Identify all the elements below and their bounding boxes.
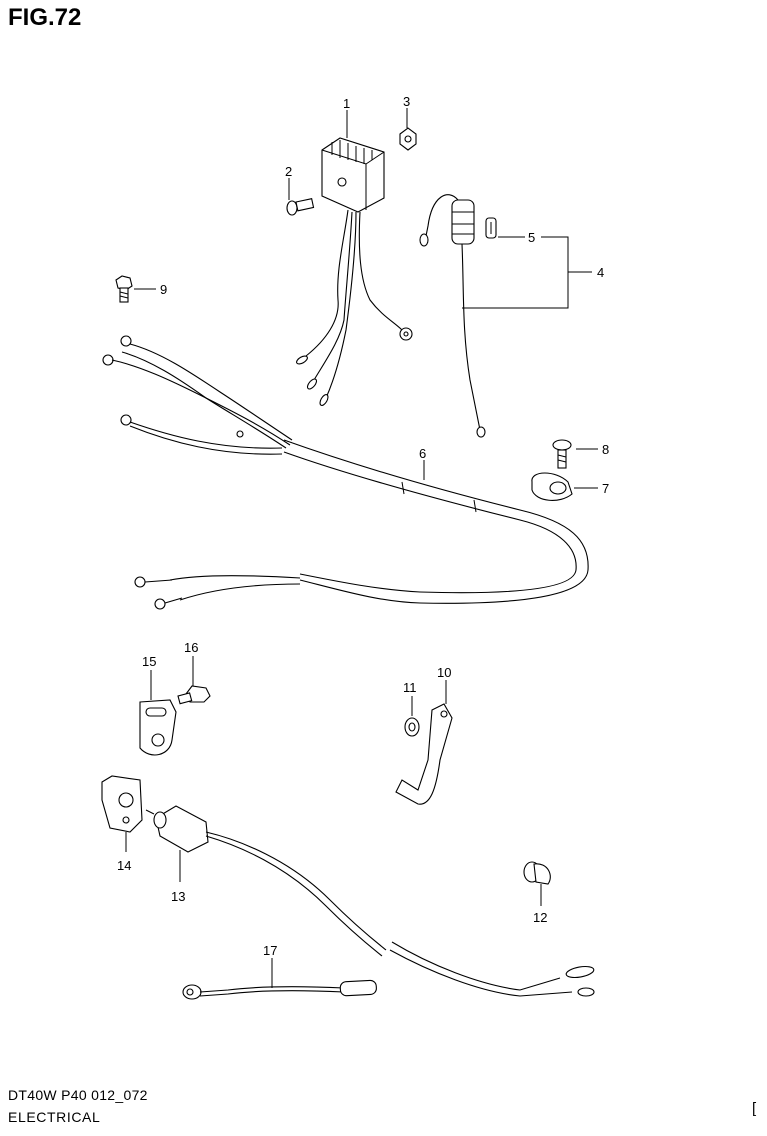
callout-4: 4 xyxy=(597,265,604,280)
part-3-nut[interactable] xyxy=(399,127,417,151)
callout-5: 5 xyxy=(528,230,535,245)
callout-6: 6 xyxy=(419,446,426,461)
part-12-grommet[interactable] xyxy=(523,861,551,885)
section-name: ELECTRICAL xyxy=(8,1109,101,1125)
part-16-bolt[interactable] xyxy=(177,685,211,705)
part-14-bracket[interactable] xyxy=(101,775,143,833)
part-9-bolt[interactable] xyxy=(115,275,133,303)
callout-1: 1 xyxy=(343,96,350,111)
callout-13: 13 xyxy=(171,889,185,904)
callout-10: 10 xyxy=(437,665,451,680)
part-11-washer[interactable] xyxy=(404,717,420,737)
part-10-bracket[interactable] xyxy=(395,703,453,805)
part-8-screw[interactable] xyxy=(552,439,572,469)
part-17-lead-wire[interactable] xyxy=(182,979,377,1000)
part-7-clamp[interactable] xyxy=(531,472,573,501)
corner-bracket-mark: [ xyxy=(752,1100,757,1117)
part-6-wiring-harness[interactable] xyxy=(102,335,589,610)
model-code: DT40W P40 012_072 xyxy=(8,1087,148,1103)
part-4-fuse-holder[interactable] xyxy=(419,194,486,438)
callout-15: 15 xyxy=(142,654,156,669)
part-13-switch[interactable] xyxy=(145,805,595,997)
callout-7: 7 xyxy=(602,481,609,496)
callout-9: 9 xyxy=(160,282,167,297)
callout-2: 2 xyxy=(285,164,292,179)
callout-14: 14 xyxy=(117,858,131,873)
part-5-fuse[interactable] xyxy=(485,217,497,239)
part-1-rectifier[interactable] xyxy=(295,137,413,407)
callout-11: 11 xyxy=(403,680,417,695)
callout-8: 8 xyxy=(602,442,609,457)
figure-title: FIG.72 xyxy=(8,4,82,31)
part-2-screw[interactable] xyxy=(286,198,315,216)
part-15-bracket[interactable] xyxy=(139,699,177,756)
callout-12: 12 xyxy=(533,910,547,925)
callout-17: 17 xyxy=(263,943,277,958)
callout-3: 3 xyxy=(403,94,410,109)
callout-16: 16 xyxy=(184,640,198,655)
